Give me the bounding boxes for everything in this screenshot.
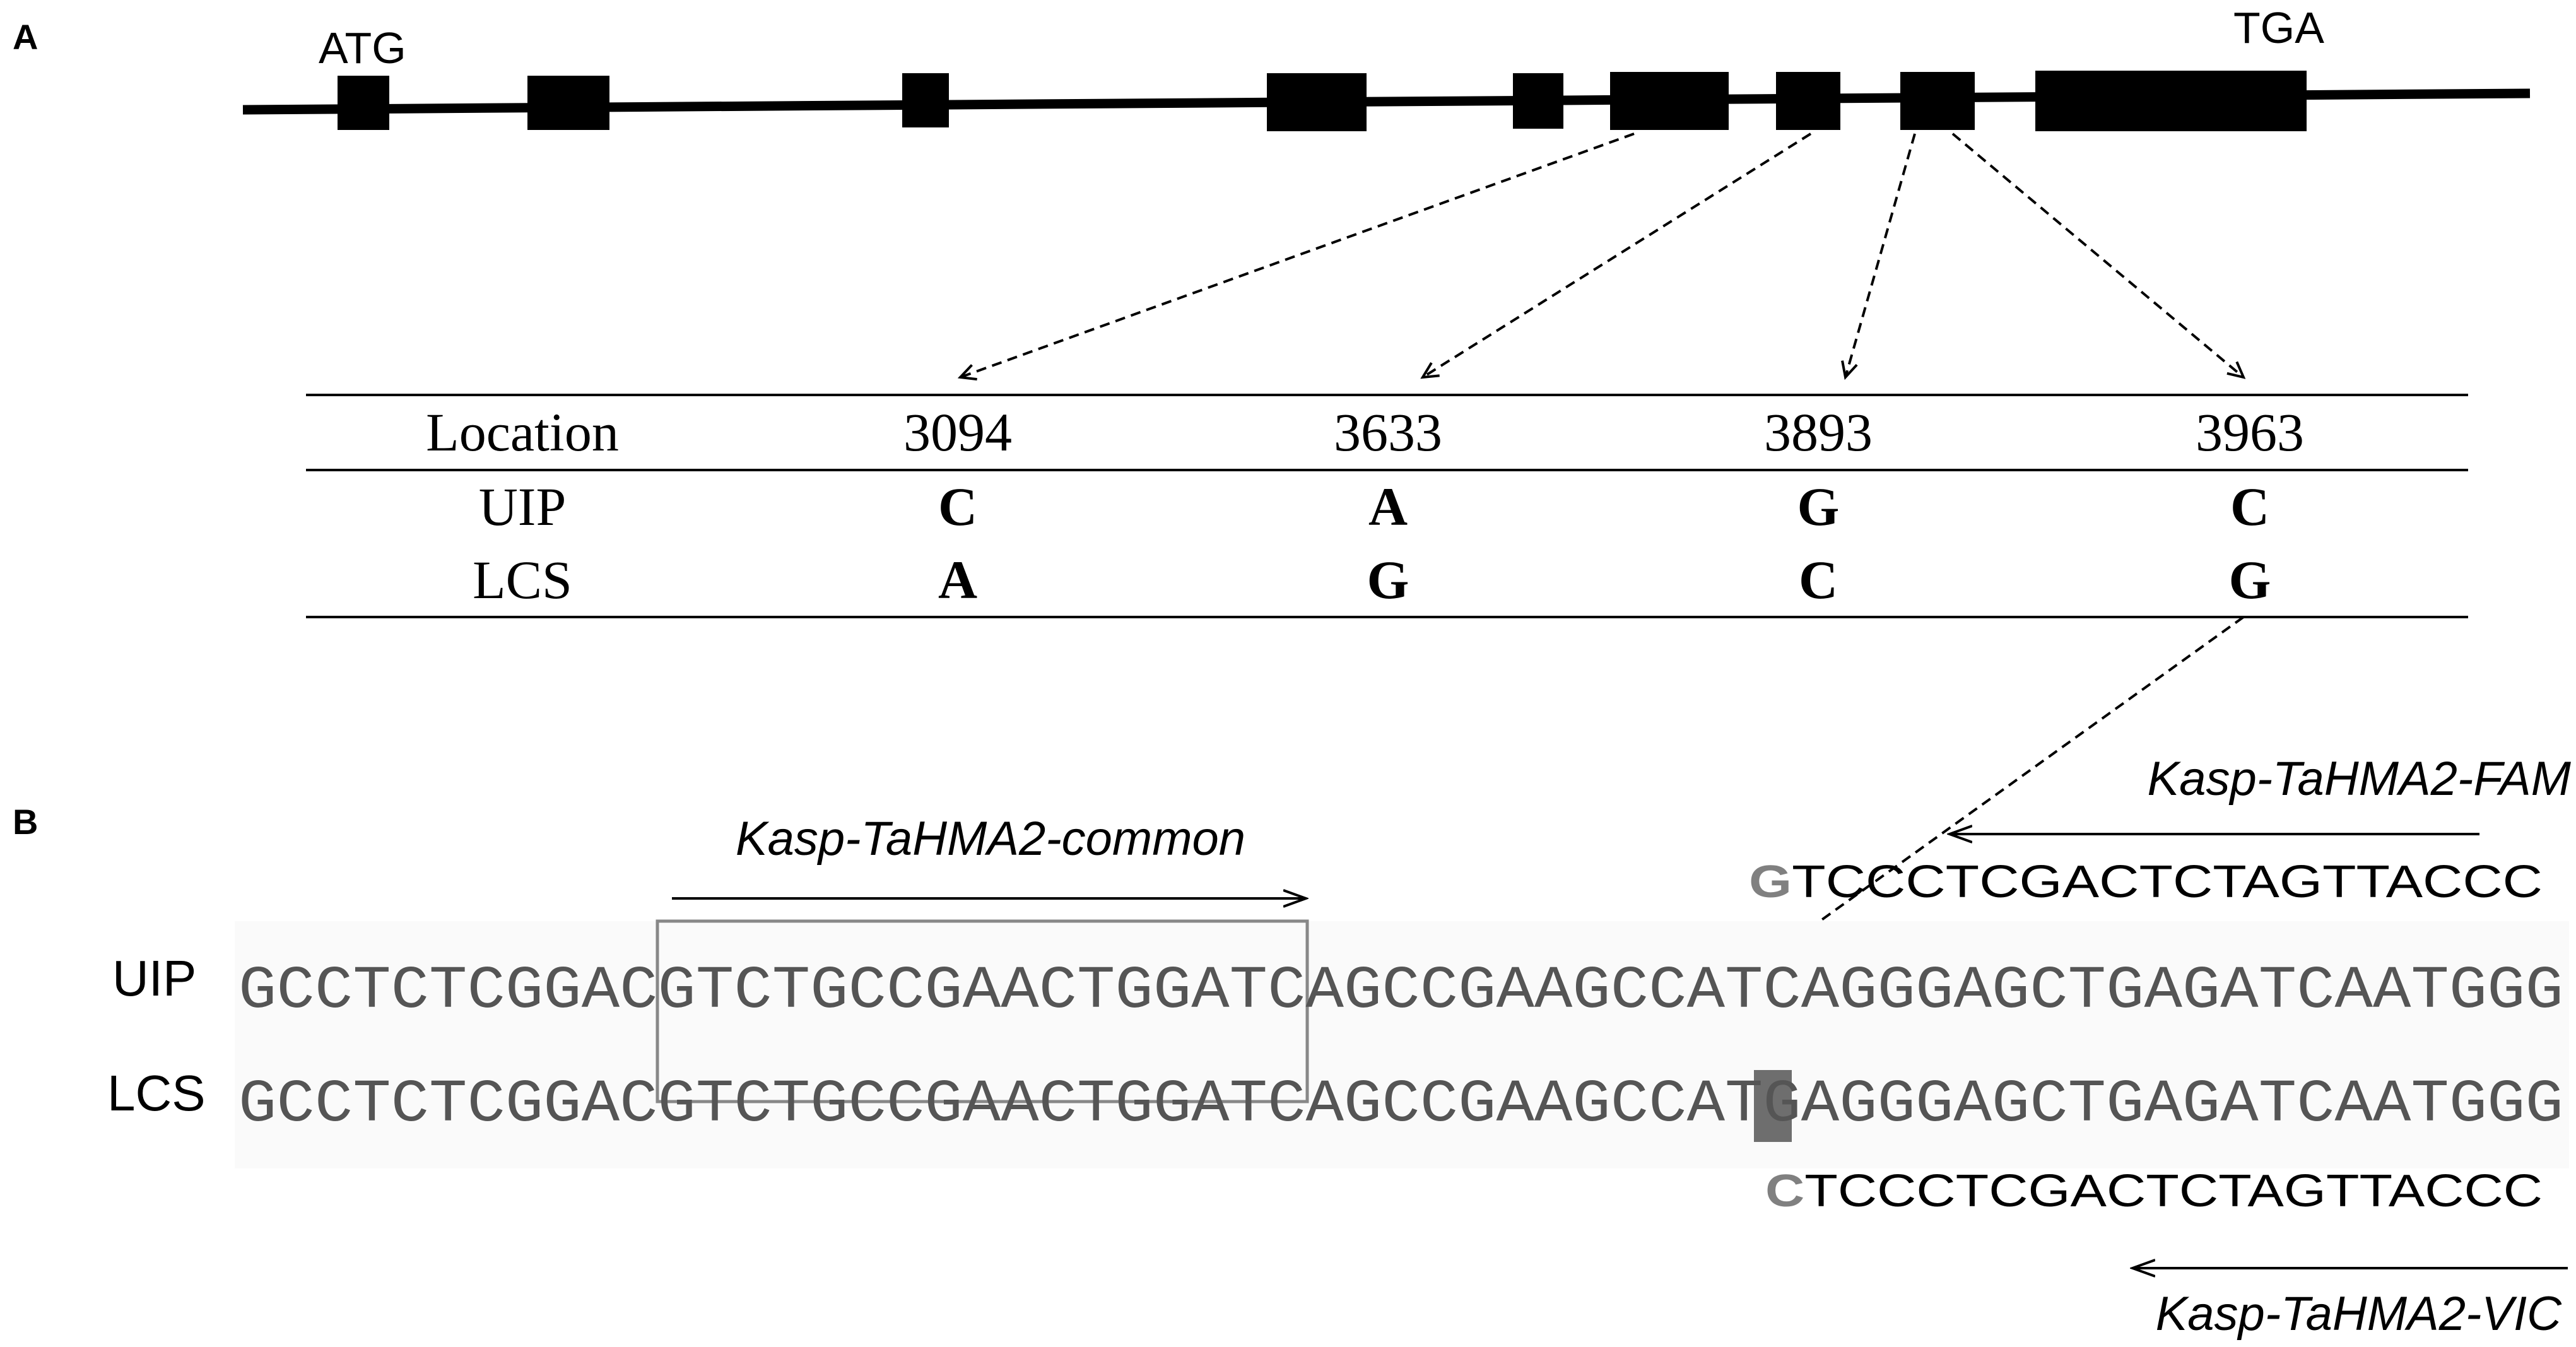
arrow-3633 (1423, 132, 1812, 377)
lcs-sequence: GCCTCTCGGACGTCTGCCGAACTGGATCAGCCGAAGCCAT… (238, 1070, 2563, 1139)
fam-primer-name: Kasp-TaHMA2-FAM (2148, 752, 2572, 806)
common-primer-box (656, 919, 1309, 1103)
exon-9 (2035, 71, 2307, 131)
table-row-label-uip: UIP (479, 476, 567, 537)
table-cell-uip-3893: G (1797, 476, 1840, 537)
snp-pointer-arrows (960, 132, 2244, 377)
vic-primer-snp-base: C (1765, 1166, 1804, 1216)
exon-3 (902, 73, 949, 127)
common-primer-name: Kasp-TaHMA2-common (736, 812, 1245, 866)
sequence-panel-bg (235, 921, 2569, 1168)
stop-codon-label: TGA (2233, 3, 2324, 52)
table-cell-lcs-3633: G (1367, 550, 1409, 610)
exon-7 (1776, 72, 1840, 130)
table-cell-lcs-3094: A (938, 550, 977, 610)
exon-2 (527, 76, 609, 130)
exon-8 (1900, 72, 1975, 130)
snp-table: Location 3094 3633 3893 3963 UIP C A G C… (306, 394, 2468, 618)
snp-highlight (1754, 1070, 1792, 1142)
exon-1 (338, 76, 389, 130)
table-cell-lcs-3963: G (2229, 550, 2271, 610)
exon-4 (1267, 73, 1367, 131)
table-cell-lcs-3893: C (1799, 550, 1838, 610)
fam-primer-rest: TCCCTCGACTCTAGTTACCC (1792, 857, 2543, 907)
table-header-3094: 3094 (903, 402, 1012, 462)
start-codon-label: ATG (319, 23, 406, 73)
fam-primer-snp-base: G (1749, 857, 1792, 907)
table-header-location: Location (426, 402, 619, 462)
table-cell-uip-3094: C (938, 476, 977, 537)
lcs-row-label: LCS (107, 1065, 206, 1121)
uip-sequence: GCCTCTCGGACGTCTGCCGAACTGGATCAGCCGAAGCCAT… (238, 956, 2563, 1025)
exon-6 (1610, 72, 1729, 130)
vic-primer-rest: TCCCTCGACTCTAGTTACCC (1804, 1166, 2543, 1216)
uip-row-label: UIP (112, 950, 196, 1006)
panel-b-label: B (13, 802, 38, 842)
panel-a-label: A (13, 17, 38, 57)
table-header-3963: 3963 (2196, 402, 2304, 462)
arrow-table-to-sequence (1783, 616, 2245, 948)
table-header-3633: 3633 (1334, 402, 1442, 462)
gene-structure (242, 71, 2531, 131)
table-row-label-lcs: LCS (473, 550, 572, 610)
vic-primer-name: Kasp-TaHMA2-VIC (2156, 1287, 2563, 1341)
arrow-3963 (1951, 132, 2244, 377)
arrow-3094 (960, 132, 1635, 377)
arrow-3893 (1845, 133, 1916, 377)
table-cell-uip-3963: C (2230, 476, 2269, 537)
table-header-3893: 3893 (1764, 402, 1873, 462)
table-cell-uip-3633: A (1368, 476, 1408, 537)
exon-5 (1513, 73, 1563, 129)
